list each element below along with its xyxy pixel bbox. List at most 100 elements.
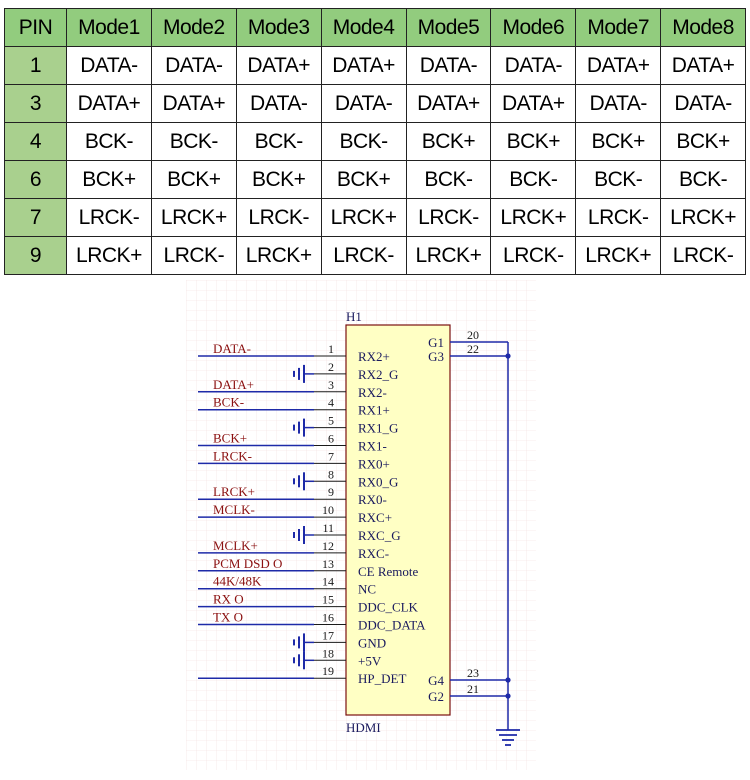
- mode-signal-cell: DATA-: [575, 84, 662, 123]
- header-mode1: Mode1: [66, 8, 152, 47]
- pin-number: 15: [322, 593, 334, 607]
- pin-number: 21: [467, 682, 479, 696]
- net-label: PCM DSD O: [213, 556, 282, 571]
- mode-signal-cell: LRCK+: [150, 198, 237, 237]
- pin-number: 23: [467, 666, 479, 680]
- mode-signal-cell: BCK-: [235, 122, 322, 161]
- pin-name: G1: [428, 335, 444, 350]
- pin-number: 10: [322, 503, 334, 517]
- mode-signal-cell: BCK+: [66, 160, 152, 199]
- pin-name: G3: [428, 349, 444, 364]
- mode-signal-cell: BCK+: [150, 160, 237, 199]
- pin-name: RX2_G: [358, 367, 398, 382]
- pin-name: HP_DET: [358, 671, 406, 686]
- mode-signal-cell: DATA+: [575, 46, 662, 85]
- mode-signal-cell: LRCK+: [66, 236, 152, 275]
- mode-signal-cell: LRCK-: [66, 198, 152, 237]
- net-label: DATA-: [213, 341, 251, 356]
- mode-signal-cell: BCK-: [660, 160, 746, 199]
- pin-number: 1: [328, 342, 334, 356]
- pin-number: 16: [322, 611, 334, 625]
- mode-signal-cell: LRCK-: [660, 236, 746, 275]
- pin-name: DDC_CLK: [358, 600, 419, 615]
- mode-signal-cell: LRCK-: [235, 198, 322, 237]
- pin-number: 4: [328, 396, 334, 410]
- pin-number-cell: 1: [4, 46, 67, 85]
- net-label: MCLK+: [213, 538, 258, 553]
- pin-name: G4: [428, 673, 444, 688]
- net-label: LRCK-: [213, 448, 252, 463]
- pin-number: 9: [328, 485, 334, 499]
- header-mode5: Mode5: [405, 8, 492, 47]
- mode-signal-cell: LRCK+: [490, 198, 577, 237]
- connector-body: [345, 324, 451, 716]
- pin-name: RXC_G: [358, 528, 401, 543]
- header-mode2: Mode2: [150, 8, 237, 47]
- pin-number: 20: [467, 328, 479, 342]
- mode-signal-cell: BCK-: [150, 122, 237, 161]
- mode-signal-cell: BCK-: [405, 160, 492, 199]
- mode-signal-cell: DATA-: [660, 84, 746, 123]
- mode-signal-cell: LRCK-: [150, 236, 237, 275]
- header-mode6: Mode6: [490, 8, 577, 47]
- mode-signal-cell: BCK+: [235, 160, 322, 199]
- pin-name: RX0-: [358, 492, 387, 507]
- pin-number: 19: [322, 664, 334, 678]
- pin-number: 2: [328, 360, 334, 374]
- pin-number: 7: [328, 449, 334, 463]
- pin-number: 8: [328, 467, 334, 481]
- mode-signal-cell: DATA-: [66, 46, 152, 85]
- pin-number-cell: 4: [4, 122, 67, 161]
- pin-name: DDC_DATA: [358, 618, 426, 633]
- mode-signal-cell: DATA-: [320, 84, 407, 123]
- mode-signal-cell: LRCK+: [320, 198, 407, 237]
- part-designator: H1: [346, 309, 362, 324]
- mode-signal-cell: DATA-: [235, 84, 322, 123]
- mode-signal-cell: LRCK-: [405, 198, 492, 237]
- mode-signal-cell: DATA+: [235, 46, 322, 85]
- pin-number: 11: [322, 521, 334, 535]
- mode-signal-cell: DATA-: [490, 46, 577, 85]
- mode-signal-cell: DATA+: [405, 84, 492, 123]
- pin-name: NC: [358, 582, 376, 597]
- header-mode4: Mode4: [320, 8, 407, 47]
- mode-signal-cell: LRCK-: [575, 198, 662, 237]
- mode-signal-cell: BCK+: [660, 122, 746, 161]
- net-label: BCK+: [213, 431, 247, 446]
- pin-number-cell: 6: [4, 160, 67, 199]
- header-mode7: Mode7: [575, 8, 662, 47]
- pin-number-cell: 9: [4, 236, 67, 275]
- pin-name: RX1_G: [358, 421, 398, 436]
- mode-signal-cell: LRCK+: [235, 236, 322, 275]
- pin-number-cell: 7: [4, 198, 67, 237]
- mode-signal-cell: DATA+: [150, 84, 237, 123]
- net-label: LRCK+: [213, 484, 255, 499]
- mode-signal-cell: LRCK-: [490, 236, 577, 275]
- pin-name: RX2-: [358, 385, 387, 400]
- pin-name: RX2+: [358, 349, 390, 364]
- pin-number: 6: [328, 432, 334, 446]
- pin-number: 5: [328, 414, 334, 428]
- net-label: TX O: [213, 610, 243, 625]
- mode-signal-cell: LRCK-: [320, 236, 407, 275]
- mode-signal-cell: BCK-: [490, 160, 577, 199]
- mode-signal-cell: DATA-: [405, 46, 492, 85]
- part-name: HDMI: [346, 720, 381, 735]
- pin-number: 18: [322, 646, 334, 660]
- pin-name: G2: [428, 689, 444, 704]
- pin-name: RXC-: [358, 546, 389, 561]
- header-pin: PIN: [4, 8, 67, 47]
- pin-number: 22: [467, 342, 479, 356]
- pin-name: RX0+: [358, 456, 390, 471]
- mode-signal-cell: BCK+: [405, 122, 492, 161]
- net-label: MCLK-: [213, 502, 255, 517]
- net-label: RX O: [213, 592, 244, 607]
- pin-name: RX1+: [358, 403, 390, 418]
